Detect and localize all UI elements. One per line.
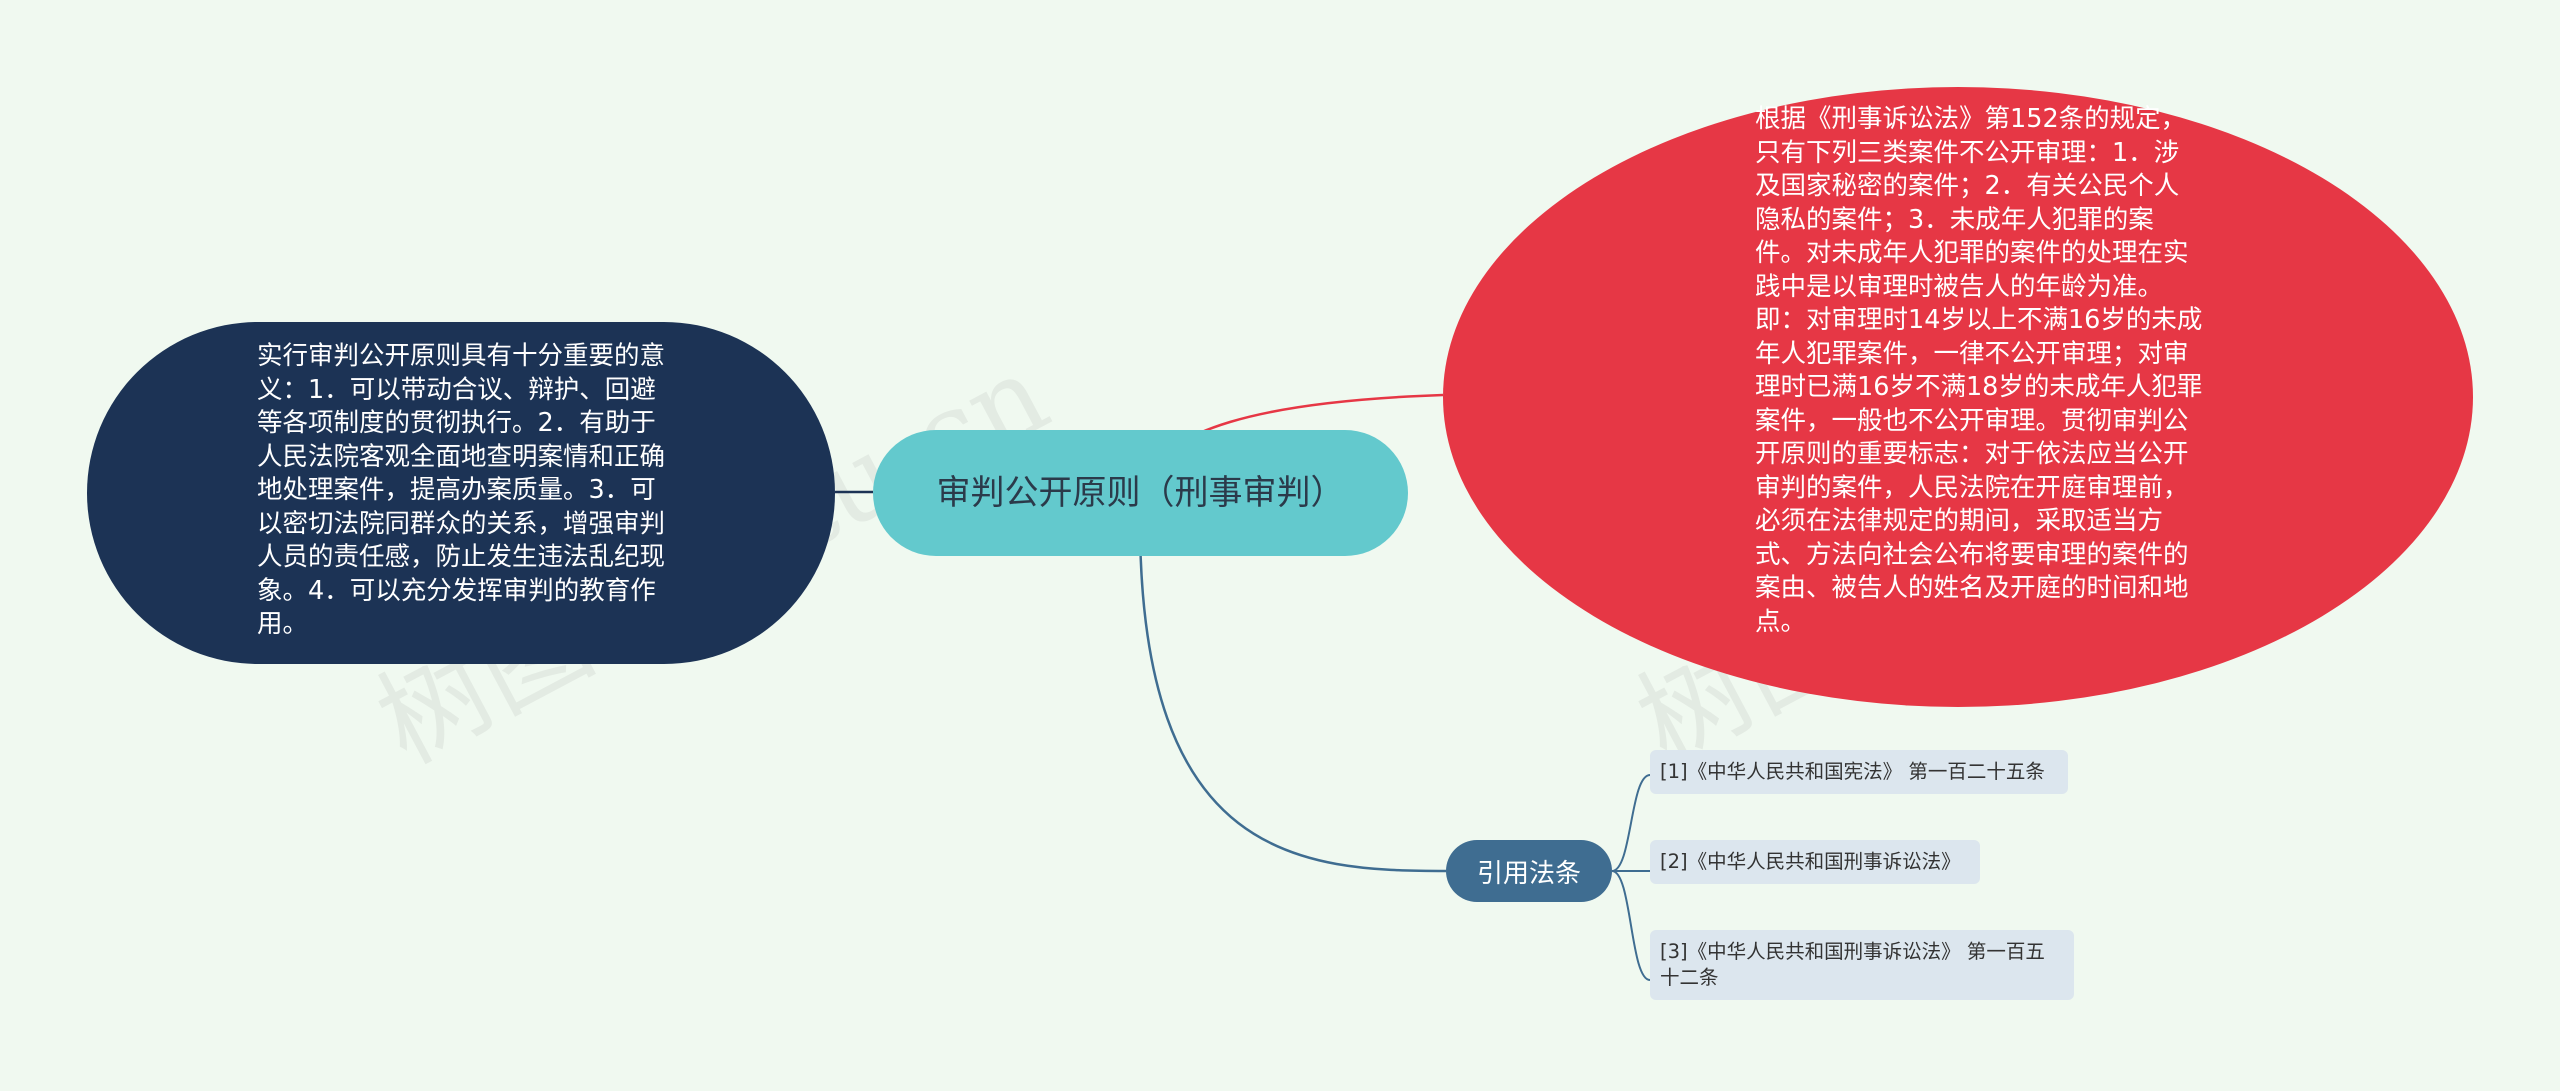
law-leaf-text: [3]《中华人民共和国刑事诉讼法》 第一百五十二条 [1660, 940, 2045, 989]
ref-topic-cited-laws[interactable]: 引用法条 [1446, 840, 1612, 902]
law-leaf-2[interactable]: [2]《中华人民共和国刑事诉讼法》 [1650, 840, 1980, 884]
connector-center-ref [1138, 519, 1447, 873]
right-topic-text: 根据《刑事诉讼法》第152条的规定，只有下列三类案件不公开审理：1．涉及国家秘密… [1755, 104, 2203, 637]
left-topic-significance[interactable]: 实行审判公开原则具有十分重要的意义：1．可以带动合议、辩护、回避等各项制度的贯彻… [87, 322, 835, 664]
ref-topic-label: 引用法条 [1476, 858, 1581, 889]
central-topic-label: 审判公开原则（刑事审判） [936, 473, 1345, 513]
central-topic[interactable]: 审判公开原则（刑事审判） [873, 430, 1408, 556]
right-topic-nonpublic-cases[interactable]: 根据《刑事诉讼法》第152条的规定，只有下列三类案件不公开审理：1．涉及国家秘密… [1443, 87, 2473, 707]
law-leaf-text: [2]《中华人民共和国刑事诉讼法》 [1660, 850, 1961, 873]
left-topic-text: 实行审判公开原则具有十分重要的意义：1．可以带动合议、辩护、回避等各项制度的贯彻… [257, 341, 666, 639]
law-leaf-1[interactable]: [1]《中华人民共和国宪法》 第一百二十五条 [1650, 750, 2068, 794]
law-leaf-text: [1]《中华人民共和国宪法》 第一百二十五条 [1660, 760, 2045, 783]
connector-ref-leaf1 [1611, 774, 1651, 872]
connector-ref-leaf3 [1611, 870, 1651, 981]
law-leaf-3[interactable]: [3]《中华人民共和国刑事诉讼法》 第一百五十二条 [1650, 930, 2074, 1000]
